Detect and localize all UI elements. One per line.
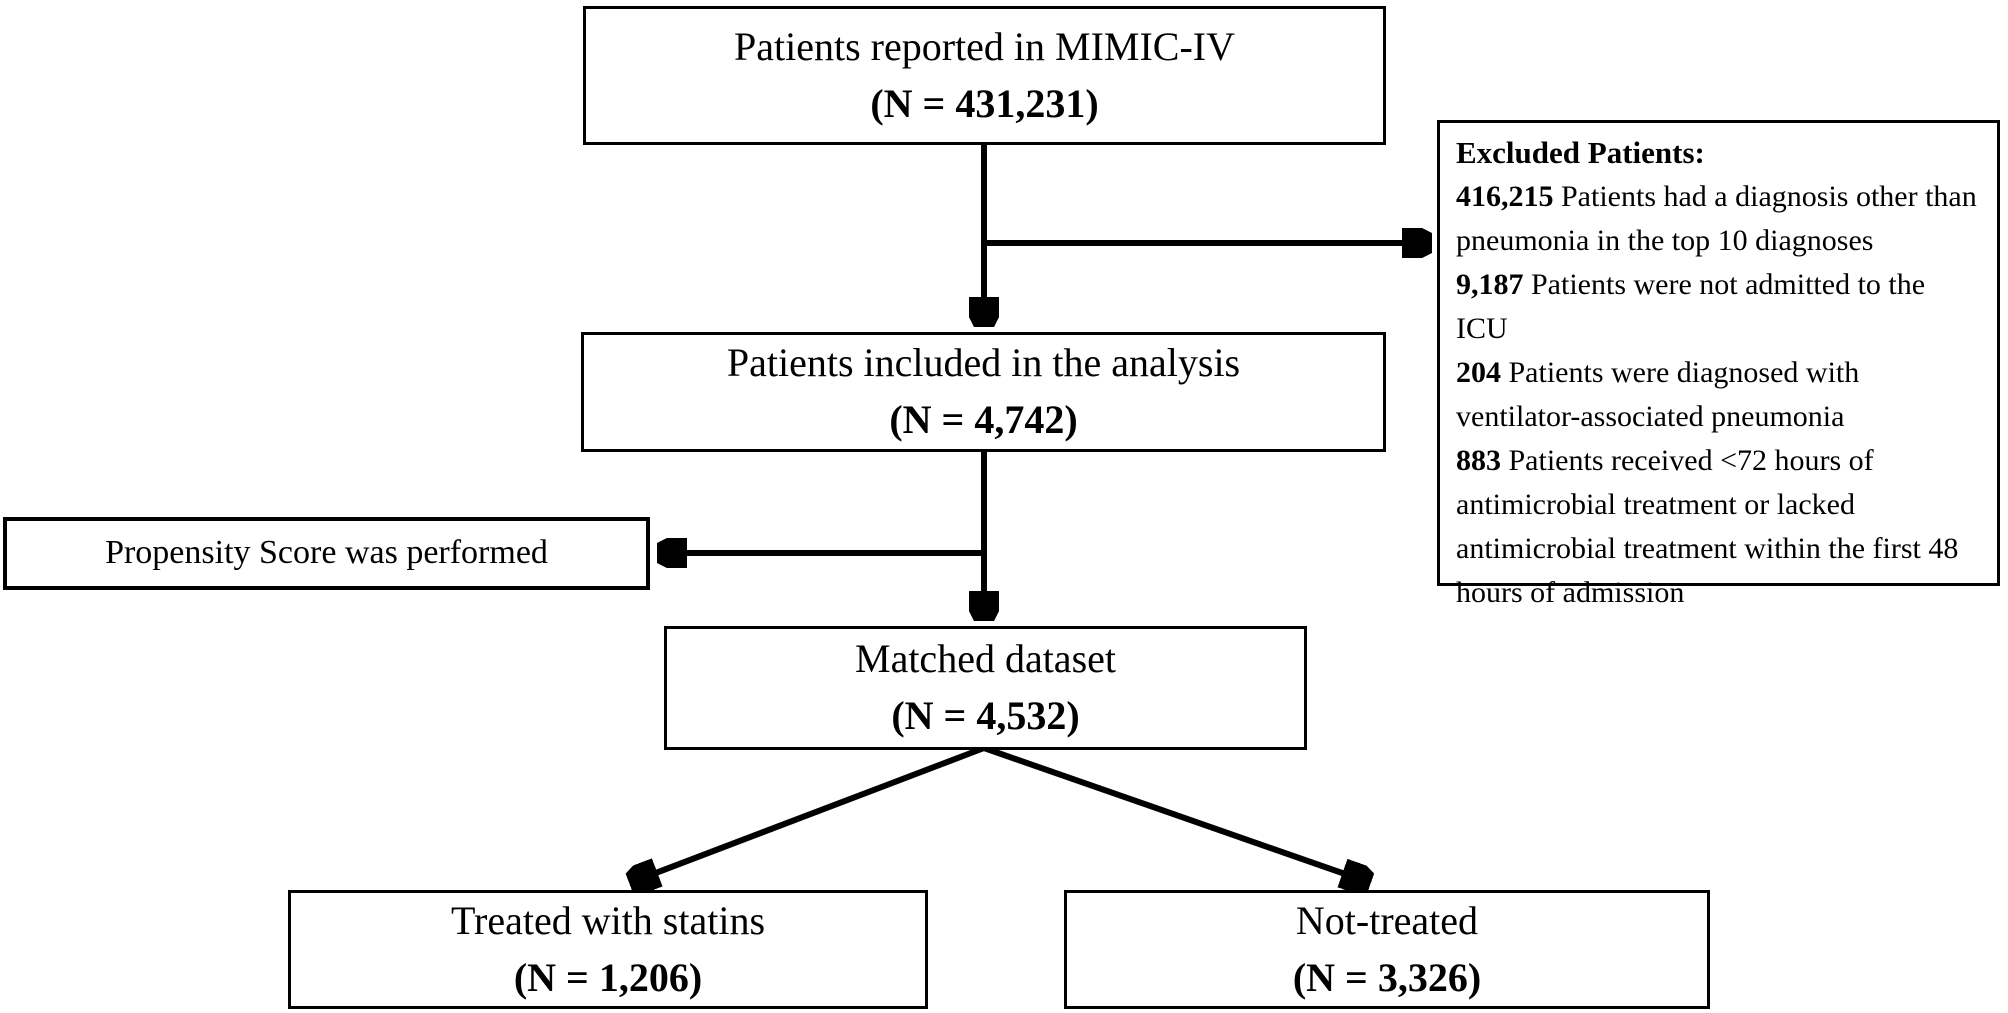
source-box-title: Patients reported in MIMIC-IV bbox=[733, 23, 1235, 69]
excluded-box-heading: Excluded Patients: bbox=[1456, 135, 1705, 170]
excluded-item-count: 883 bbox=[1456, 444, 1501, 477]
arrow-matched-to-nottreated-icon bbox=[983, 745, 1368, 882]
treated-box-count: (N = 1,206) bbox=[513, 954, 703, 1000]
included-box-title: Patients included in the analysis bbox=[726, 340, 1241, 386]
matched-box-title: Matched dataset bbox=[855, 636, 1116, 682]
excluded-item-text: Patients had a diagnosis other than pneu… bbox=[1456, 180, 1977, 257]
propensity-box: Propensity Score was performed bbox=[3, 517, 650, 590]
excluded-item-count: 9,187 bbox=[1456, 268, 1524, 301]
source-box-count: (N = 431,231) bbox=[870, 80, 1099, 126]
not-treated-box: Not-treated (N = 3,326) bbox=[1064, 890, 1710, 1009]
included-box-count: (N = 4,742) bbox=[889, 397, 1078, 442]
matched-box: Matched dataset (N = 4,532) bbox=[664, 626, 1307, 750]
treated-box: Treated with statins (N = 1,206) bbox=[288, 890, 928, 1009]
excluded-item-count: 416,215 bbox=[1456, 180, 1554, 213]
excluded-item-text: Patients were diagnosed with ventilator-… bbox=[1456, 356, 1860, 433]
excluded-item-count: 204 bbox=[1456, 356, 1501, 389]
excluded-item-text: Patients received <72 hours of antimicro… bbox=[1456, 444, 1959, 609]
source-box: Patients reported in MIMIC-IV (N = 431,2… bbox=[583, 6, 1386, 145]
not-treated-box-count: (N = 3,326) bbox=[1292, 954, 1482, 1000]
propensity-box-title: Propensity Score was performed bbox=[105, 534, 548, 572]
not-treated-box-title: Not-treated bbox=[1295, 897, 1479, 943]
included-box: Patients included in the analysis (N = 4… bbox=[581, 332, 1386, 452]
arrow-matched-to-treated-icon bbox=[632, 745, 986, 882]
treated-box-title: Treated with statins bbox=[450, 897, 766, 943]
matched-box-count: (N = 4,532) bbox=[891, 693, 1080, 738]
excluded-item-text: Patients were not admitted to the ICU bbox=[1456, 268, 1926, 345]
